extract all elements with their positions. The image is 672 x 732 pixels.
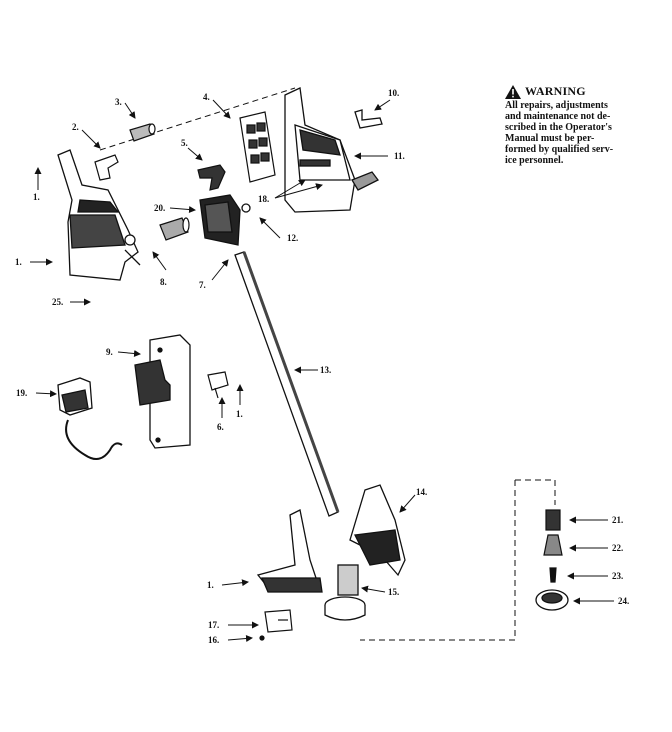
warning-triangle-icon <box>505 84 521 99</box>
main-shaft <box>234 251 340 517</box>
callout-1-left: 1. <box>15 257 22 267</box>
trimmer-head-housing <box>349 484 406 577</box>
motor-housing-bottom <box>324 564 366 621</box>
small-fasteners <box>259 609 293 641</box>
warning-line-5: formed by qualified serv- <box>505 144 614 155</box>
callout-5: 5. <box>181 138 188 148</box>
callout-1-bottom: 1. <box>207 580 214 590</box>
motor-part <box>199 194 251 246</box>
callout-7: 7. <box>199 280 206 290</box>
roller-cylinder <box>159 217 190 241</box>
latch-bracket <box>354 109 383 129</box>
spool-cone <box>543 534 563 556</box>
clip-part <box>94 154 119 181</box>
callout-8: 8. <box>160 277 167 287</box>
callout-11: 11. <box>394 151 405 161</box>
warning-line-6: ice personnel. <box>505 155 564 166</box>
callout-12: 12. <box>287 233 298 243</box>
spool-assembly <box>535 589 569 611</box>
warning-line-3: scribed in the Operator's <box>505 122 612 133</box>
assembly-dash-lines <box>99 87 556 641</box>
callout-2: 2. <box>72 122 79 132</box>
handle-housing-right <box>284 87 379 213</box>
callout-13: 13. <box>320 365 331 375</box>
callout-15: 15. <box>388 587 399 597</box>
callout-17: 17. <box>208 620 219 630</box>
spring-cylinder <box>129 123 156 142</box>
callout-10: 10. <box>388 88 399 98</box>
callout-19: 19. <box>16 388 27 398</box>
warning-line-1: All repairs, adjustments <box>505 100 608 111</box>
callout-1-mid: 1. <box>236 409 243 419</box>
small-clip <box>207 371 229 399</box>
callout-1-top: 1. <box>33 192 40 202</box>
callout-9: 9. <box>106 347 113 357</box>
grass-deflector <box>256 509 323 593</box>
callout-20: 20. <box>154 203 165 213</box>
callout-25: 25. <box>52 297 63 307</box>
warning-line-4: Manual must be per- <box>505 133 595 144</box>
callout-21: 21. <box>612 515 623 525</box>
callout-labels: 1. 2. 3. 4. 5. 20. 1. 25. 8. 7. 12. 10. … <box>15 88 629 645</box>
spool-screw <box>549 567 557 583</box>
warning-text: All repairs, adjustments and maintenance… <box>505 100 665 166</box>
spool-spring <box>545 509 561 531</box>
callout-24: 24. <box>618 596 629 606</box>
callout-22: 22. <box>612 543 623 553</box>
trigger-part <box>197 164 226 191</box>
callout-18-top: 18. <box>258 194 269 204</box>
callout-3: 3. <box>115 97 122 107</box>
warning-title: WARNING <box>525 84 586 98</box>
switch-block <box>239 111 276 183</box>
callout-4: 4. <box>203 92 210 102</box>
warning-header: WARNING <box>505 84 665 99</box>
callout-6: 6. <box>217 422 224 432</box>
warning-line-2: and maintenance not de- <box>505 111 611 122</box>
callout-23: 23. <box>612 571 623 581</box>
handle-housing-left <box>57 149 141 281</box>
callout-16: 16. <box>208 635 219 645</box>
wall-mount-bracket <box>134 334 191 449</box>
charger-adapter <box>57 377 123 460</box>
callout-14: 14. <box>416 487 427 497</box>
warning-notice: WARNING All repairs, adjustments and mai… <box>505 84 665 166</box>
leader-lines <box>30 99 614 642</box>
